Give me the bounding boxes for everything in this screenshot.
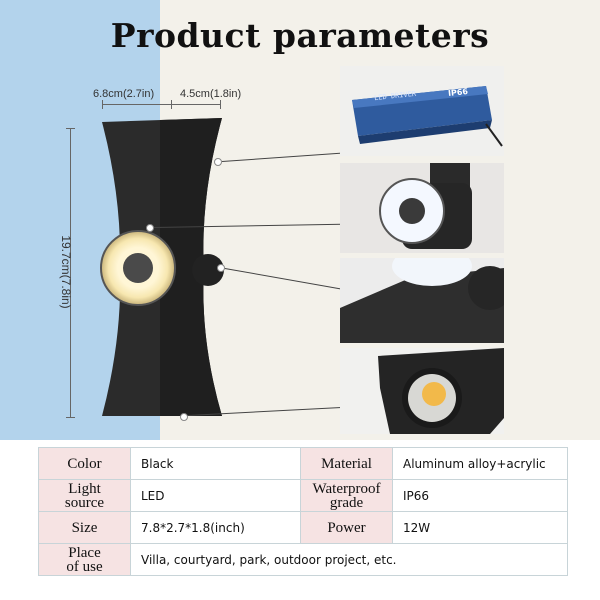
- value-waterproof-grade: IP66: [392, 479, 568, 512]
- callout-dot-light: [146, 224, 154, 232]
- height-dimension: 19.7cm(7.8in): [59, 235, 73, 309]
- label-place-of-use: Place of use: [38, 543, 131, 576]
- label-size: Size: [38, 511, 131, 544]
- label-light-source: Light source: [38, 479, 131, 512]
- thumbnail-light-ring: [340, 163, 504, 253]
- value-light-source: LED: [130, 479, 301, 512]
- parameters-table: Color Black Material Aluminum alloy+acry…: [38, 447, 568, 576]
- label-color: Color: [38, 447, 131, 480]
- led-driver-image: [340, 66, 504, 156]
- value-color: Black: [130, 447, 301, 480]
- callout-dot-driver: [214, 158, 222, 166]
- value-material: Aluminum alloy+acrylic: [392, 447, 568, 480]
- value-size: 7.8*2.7*1.8(inch): [130, 511, 301, 544]
- height-dimension-line: [70, 128, 71, 418]
- width-right-dimension: 4.5cm(1.8in): [180, 88, 242, 100]
- height-tick-top: [66, 128, 75, 129]
- height-tick-bottom: [66, 417, 75, 418]
- width-tick-right: [220, 100, 221, 109]
- value-place-of-use: Villa, courtyard, park, outdoor project,…: [130, 543, 568, 576]
- wall-lamp-illustration: [100, 118, 224, 416]
- callout-dot-bottom: [180, 413, 188, 421]
- width-tick-left: [102, 100, 103, 109]
- width-tick-mid: [171, 100, 172, 109]
- value-power: 12W: [392, 511, 568, 544]
- table-row: Size 7.8*2.7*1.8(inch) Power 12W: [38, 511, 568, 544]
- lamp-side-cap: [192, 254, 224, 286]
- page-title: Product parameters: [110, 16, 490, 55]
- label-waterproof-grade: Waterproof grade: [300, 479, 393, 512]
- table-row: Place of use Villa, courtyard, park, out…: [38, 543, 568, 576]
- lamp-center: [123, 253, 153, 283]
- lamp-body-shade: [160, 118, 222, 416]
- cob-led-image: [340, 348, 504, 434]
- table-row: Color Black Material Aluminum alloy+acry…: [38, 447, 568, 480]
- label-material: Material: [300, 447, 393, 480]
- thumbnail-side-detail: [340, 258, 504, 343]
- width-left-dimension: 6.8cm(2.7in): [93, 88, 155, 100]
- light-ring-image: [340, 163, 504, 253]
- thumbnail-cob-led: [340, 348, 504, 434]
- side-detail-image: [340, 258, 504, 343]
- label-power: Power: [300, 511, 393, 544]
- callout-dot-side: [217, 264, 225, 272]
- width-dimension-line: [102, 104, 220, 105]
- thumbnail-led-driver: LED DRIVER IP66: [340, 66, 504, 156]
- table-row: Light source LED Waterproof grade IP66: [38, 479, 568, 512]
